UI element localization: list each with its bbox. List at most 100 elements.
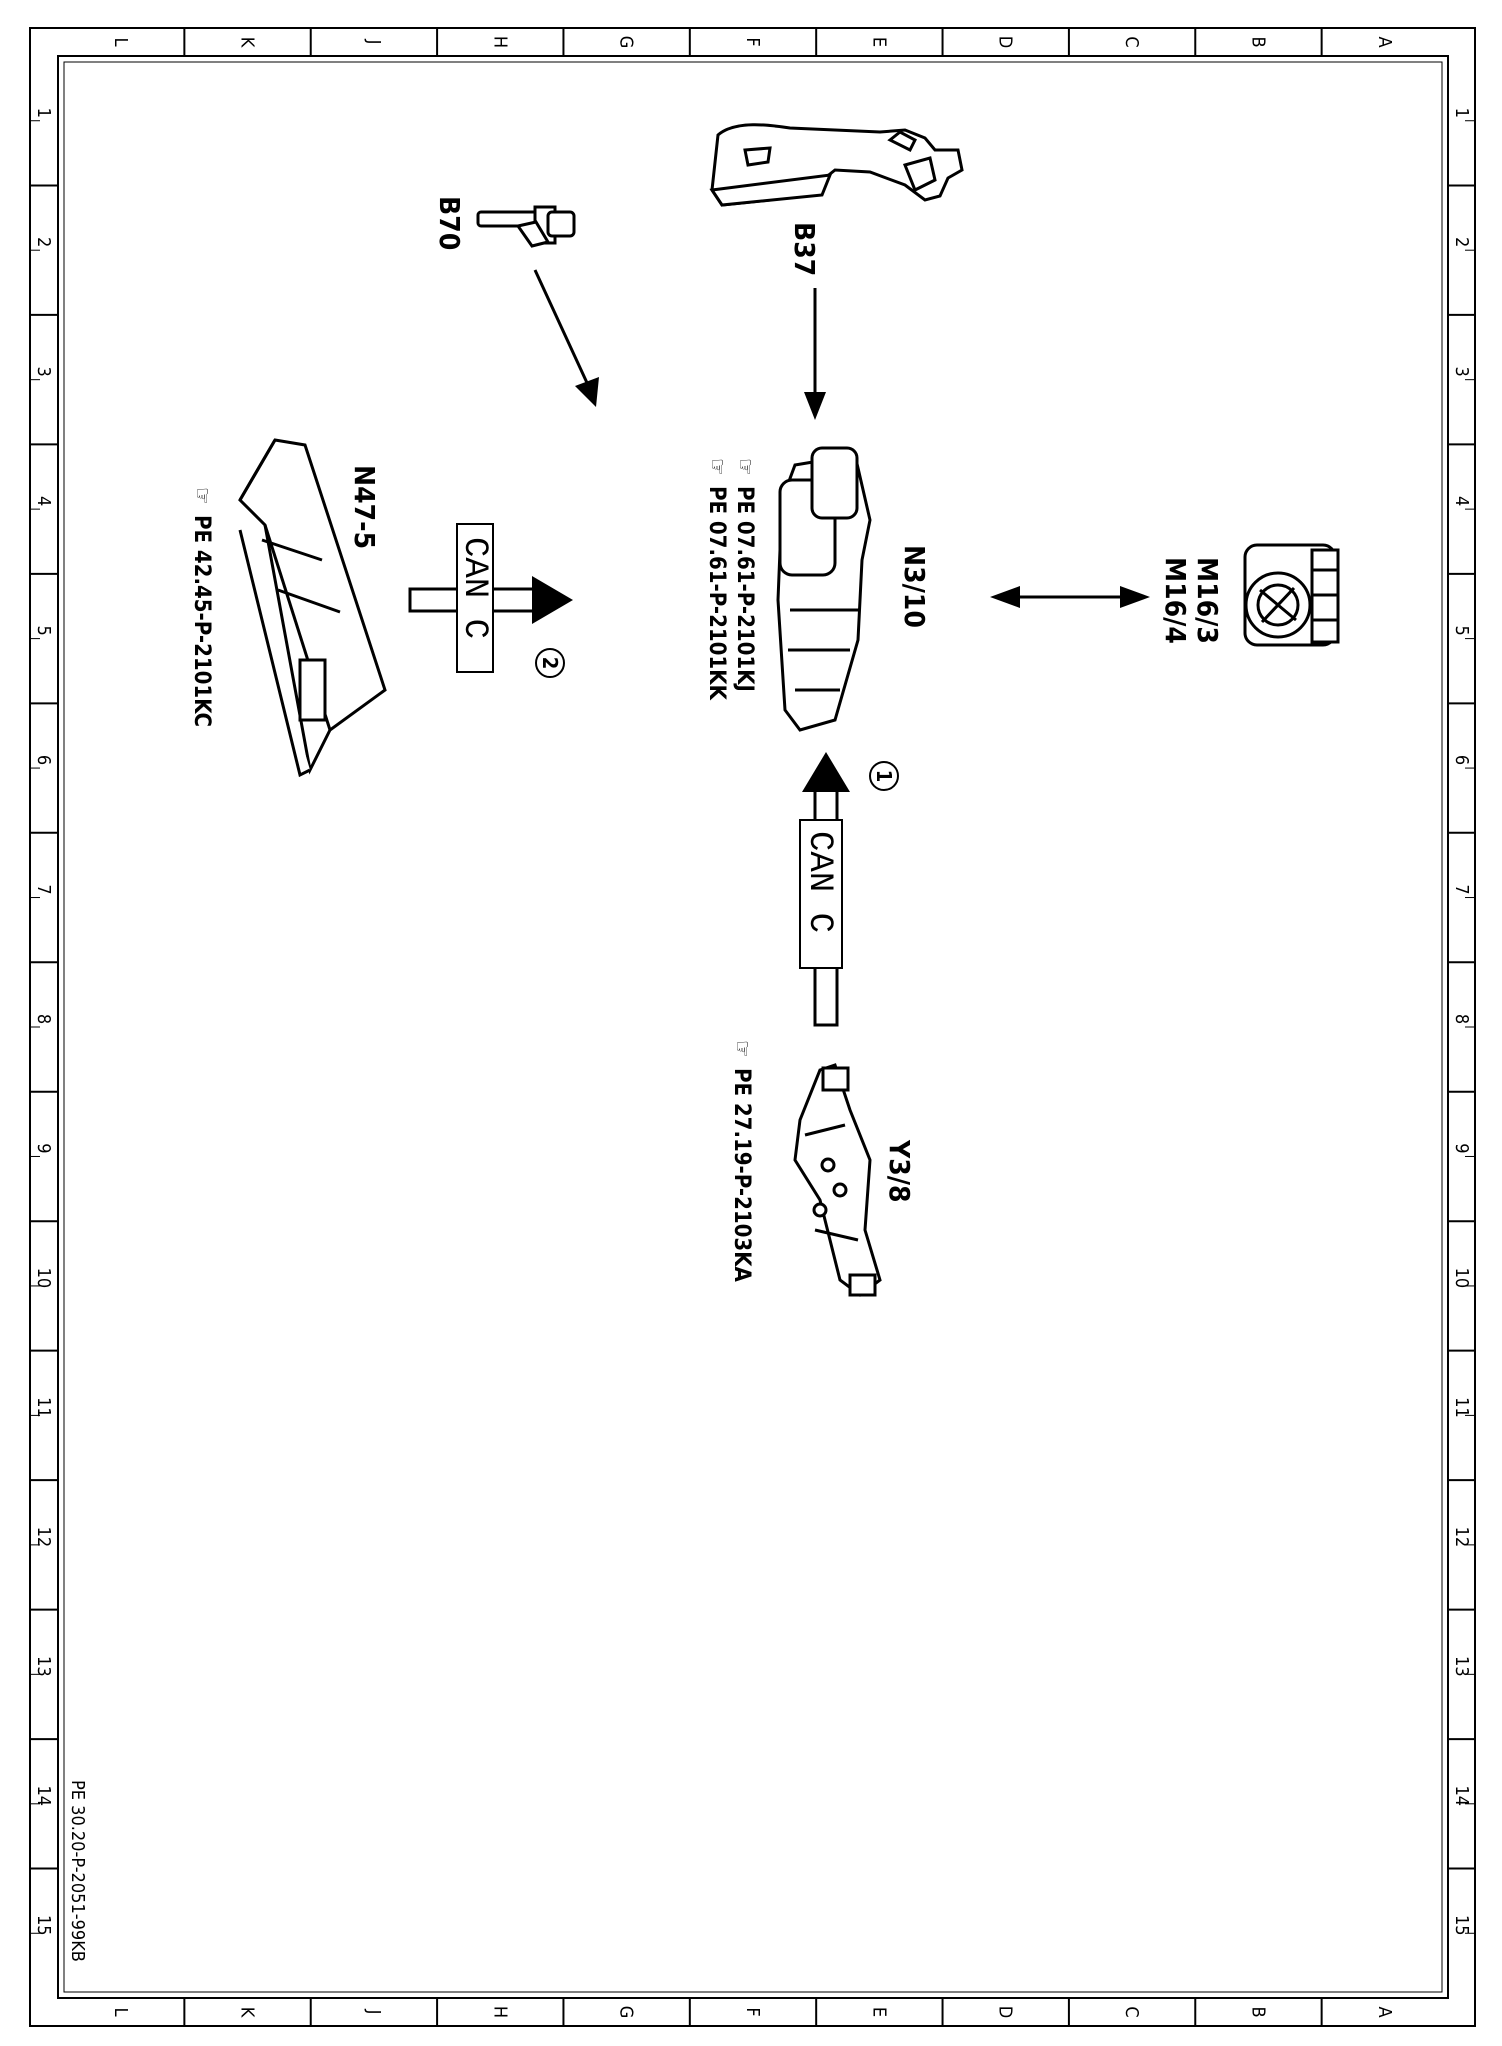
can-bus-1-number: 1 [872,770,896,783]
column-letter: J [363,2009,384,2015]
row-number: 7 [1451,884,1472,894]
column-letter: B [1247,36,1268,47]
can-bus-2-label: CAN C [455,537,493,639]
row-number: 3 [33,367,54,377]
y3-8-ref: ☞ PE 27.19-P-2103KA [729,1040,754,1282]
row-number: 5 [1451,625,1472,635]
y3-8-ref-text: PE 27.19-P-2103KA [729,1068,754,1282]
row-number: 2 [1451,237,1472,247]
row-number: 13 [1451,1656,1472,1677]
can-bus-1-label: CAN C [800,831,838,933]
can-bus-2-arrowhead [532,576,573,624]
row-number: 8 [1451,1014,1472,1024]
b37-signal-arrow [804,288,826,420]
outer-frame [29,27,1476,2027]
n3-10-ref-2-text: PE 07.61-P-2101KK [704,486,729,700]
column-letter: E [868,37,889,47]
row-number: 1 [1451,108,1472,118]
can-bus-2: CAN C 2 [408,523,573,678]
b37-accelerator-pedal: B37 [709,123,964,420]
b70-camshaft-sensor: B70 [433,196,599,407]
m16-label-2: M16/4 [1159,557,1192,644]
column-letter: J [363,39,384,45]
column-letter: A [1374,36,1395,47]
can-bus-2-number: 2 [538,657,562,670]
y3-8-illustration [793,1063,882,1297]
column-letter: K [237,37,258,48]
can-bus-2-number-circle [535,648,565,678]
column-letter: G [616,36,637,49]
hand-pointer-icon: ☞ [729,1040,754,1058]
column-letter: C [1121,2006,1142,2017]
row-number: 6 [1451,755,1472,765]
can-bus-1: CAN C 1 [799,752,899,1027]
row-number: 12 [33,1527,54,1548]
row-number: 3 [1451,367,1472,377]
row-number: 13 [33,1656,54,1677]
row-number: 6 [33,755,54,765]
column-letter: F [742,2007,763,2016]
pedal-illustration [709,123,964,207]
row-number: 10 [1451,1268,1472,1289]
n47-5-label: N47-5 [348,465,381,549]
hand-pointer-icon: ☞ [189,487,214,505]
ecu-illustration [776,446,872,732]
n47-5-control-unit: N47-5 ☞ PE 42.45-P-2101KC [189,438,387,778]
row-number: 10 [33,1268,54,1289]
column-letter: G [616,2006,637,2019]
m16-bidirectional-arrow [990,586,1150,608]
column-letter: H [489,36,510,48]
hand-pointer-icon: ☞ [732,458,757,476]
row-number: 9 [33,1143,54,1153]
row-number: 11 [33,1397,54,1418]
column-letter: A [1374,2006,1395,2017]
y3-8-label: Y3/8 [883,1139,916,1203]
n47-5-illustration [238,438,387,778]
column-letter: E [868,2007,889,2017]
row-number: 8 [33,1014,54,1024]
column-letter: D [995,2006,1016,2018]
row-number: 2 [33,237,54,247]
column-letter: H [489,2006,510,2018]
b70-signal-arrow [533,269,599,407]
column-letter: L [110,2007,131,2016]
n3-10-ref-1: ☞ PE 07.61-P-2101KJ [732,458,757,692]
n3-10-label: N3/10 [898,545,931,628]
can-bus-1-label-box [799,819,843,969]
column-letter: L [110,37,131,46]
column-letter: C [1121,36,1142,47]
drawing-id: PE 30.20-P-2051-99KB [67,1780,88,1962]
row-number: 14 [33,1785,54,1806]
b37-label: B37 [788,222,821,276]
n3-10-engine-control-unit: N3/10 ☞ PE 07.61-P-2101KJ ☞ PE 07.61-P-2… [704,446,931,732]
hand-pointer-icon: ☞ [704,458,729,476]
n47-5-ref-text: PE 42.45-P-2101KC [189,515,214,727]
drawing-area [63,61,1443,1993]
can-bus-2-label-box [456,523,494,673]
column-letter: F [742,37,763,46]
can-bus-1-number-circle [869,761,899,791]
row-number: 15 [1451,1915,1472,1936]
row-number: 4 [1451,496,1472,506]
inner-frame [57,55,1449,1999]
n3-10-ref-2: ☞ PE 07.61-P-2101KK [704,458,729,700]
throttle-illustration [1243,543,1340,647]
row-number: 1 [33,108,54,118]
m16-label-1: M16/3 [1191,557,1224,644]
n47-5-ref: ☞ PE 42.45-P-2101KC [189,487,214,727]
can-bus-1-arrowhead [802,752,850,792]
row-number: 9 [1451,1143,1472,1153]
column-letter: D [995,36,1016,48]
column-letter: K [237,2007,258,2018]
row-number: 11 [1451,1397,1472,1418]
row-number: 15 [33,1915,54,1936]
row-number: 4 [33,496,54,506]
sensor-illustration [476,205,576,248]
m16-throttle-valve: M16/3 M16/4 [990,543,1340,647]
row-number: 14 [1451,1785,1472,1806]
